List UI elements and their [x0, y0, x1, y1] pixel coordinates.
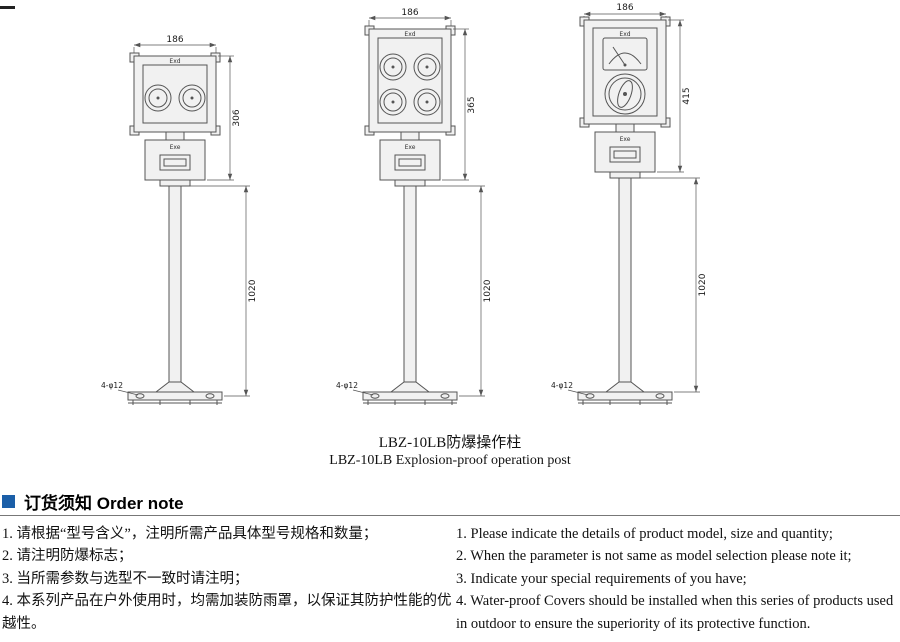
- width-dimension: 186: [368, 8, 452, 27]
- base-hole-dimension: 4-φ12: [551, 381, 589, 396]
- note-item-cn-1: 1. 请根据“型号含义”，注明所需产品具体型号规格和数量；: [2, 526, 378, 542]
- section-divider: [0, 515, 900, 516]
- order-note-header: 订货须知 Order note: [0, 489, 900, 513]
- note-item-cn-3: 3. 当所需参数与选型不一致时请注明；: [2, 570, 249, 587]
- main-enclosure-marking: Exd: [619, 31, 630, 38]
- body-height-dim-label: 306: [232, 109, 242, 126]
- main-enclosure: Exd: [579, 16, 671, 128]
- base-hole-dim-label: 4-φ12: [101, 381, 123, 390]
- body-height-dimension: 365: [442, 28, 477, 181]
- main-enclosure-marking: Exd: [404, 31, 415, 38]
- enclosure-connector: [400, 131, 420, 141]
- junction-box-marking: Exe: [170, 144, 181, 151]
- pushbutton-icon: [379, 88, 407, 116]
- note-item-cn-4: 4. 本系列产品在户外使用时，均需加装防雨罩，以保证其防护性能的优越性。: [2, 593, 452, 632]
- figure-caption-en: LBZ-10LB Explosion-proof operation post: [329, 453, 571, 468]
- width-dim-label: 186: [616, 3, 633, 13]
- figure-caption-cn: LBZ-10LB防爆操作柱: [378, 435, 522, 451]
- base-hole-dimension: 4-φ12: [336, 381, 374, 396]
- body-height-dim-label: 415: [682, 87, 692, 104]
- enclosure-connector: [165, 131, 185, 141]
- base: [362, 381, 458, 405]
- pole-height-dim-label: 1020: [698, 273, 708, 296]
- drawing-four-button-post: 186 Exd: [336, 8, 493, 405]
- drawing-two-button-post: 186 Exd Exe: [101, 35, 258, 405]
- order-note-title: 订货须知 Order note: [24, 493, 184, 513]
- pole: [618, 177, 632, 383]
- drawing-meter-switch-post: 186 Exd Exe: [551, 3, 708, 405]
- pushbutton-icon: [144, 84, 172, 112]
- base-hole-dimension: 4-φ12: [101, 381, 139, 396]
- order-note-english-list: 1. Please indicate the details of produc…: [452, 523, 900, 635]
- junction-box-marking: Exe: [620, 136, 631, 143]
- order-note-body: 1. 请根据“型号含义”，注明所需产品具体型号规格和数量； 2. 请注明防爆标志…: [0, 523, 900, 635]
- rotary-switch-icon: [604, 73, 646, 115]
- width-dim-label: 186: [401, 8, 418, 18]
- base: [577, 381, 673, 405]
- note-item-en-3: 3. Indicate your special requirements of…: [456, 570, 747, 587]
- section-bullet-icon: [2, 494, 15, 508]
- page-corner-mark: [0, 6, 15, 9]
- note-item-en-1: 1. Please indicate the details of produc…: [456, 526, 833, 542]
- pushbutton-icon: [178, 84, 206, 112]
- pushbutton-icon: [413, 88, 441, 116]
- junction-box: Exe: [594, 131, 656, 173]
- figure-caption: LBZ-10LB防爆操作柱 LBZ-10LB Explosion-proof o…: [0, 434, 900, 470]
- body-height-dimension: 306: [207, 55, 242, 181]
- base-hole-dim-label: 4-φ12: [551, 381, 573, 390]
- width-dimension: 186: [583, 3, 667, 20]
- main-enclosure: Exd: [364, 25, 456, 136]
- junction-box-marking: Exe: [405, 144, 416, 151]
- width-dim-label: 186: [166, 35, 183, 45]
- main-enclosure: Exd: [129, 52, 221, 136]
- pole: [168, 185, 182, 383]
- junction-box: Exe: [144, 139, 206, 181]
- pole-height-dimension: 1020: [418, 185, 493, 397]
- main-enclosure-marking: Exd: [169, 58, 180, 65]
- note-item-en-4: 4. Water-proof Covers should be installe…: [456, 593, 894, 632]
- body-height-dim-label: 365: [467, 96, 477, 113]
- pushbutton-icon: [413, 53, 441, 81]
- pushbutton-icon: [379, 53, 407, 81]
- pole: [403, 185, 417, 383]
- enclosure-connector: [615, 123, 635, 133]
- pole-height-dimension: 1020: [183, 185, 258, 397]
- width-dimension: 186: [133, 35, 217, 54]
- body-height-dimension: 415: [657, 19, 692, 173]
- order-note-chinese-list: 1. 请根据“型号含义”，注明所需产品具体型号规格和数量； 2. 请注明防爆标志…: [0, 523, 452, 635]
- pole-flange: [394, 179, 426, 187]
- note-item-en-2: 2. When the parameter is not same as mod…: [456, 548, 852, 565]
- panel-meter-icon: [602, 37, 648, 71]
- base-hole-dim-label: 4-φ12: [336, 381, 358, 390]
- pole-height-dimension: 1020: [633, 177, 708, 393]
- pole-height-dim-label: 1020: [483, 279, 493, 302]
- pole-flange: [159, 179, 191, 187]
- pole-flange: [609, 171, 641, 179]
- note-item-cn-2: 2. 请注明防爆标志；: [2, 548, 133, 565]
- junction-box: Exe: [379, 139, 441, 181]
- pole-height-dim-label: 1020: [248, 279, 258, 302]
- base: [127, 381, 223, 405]
